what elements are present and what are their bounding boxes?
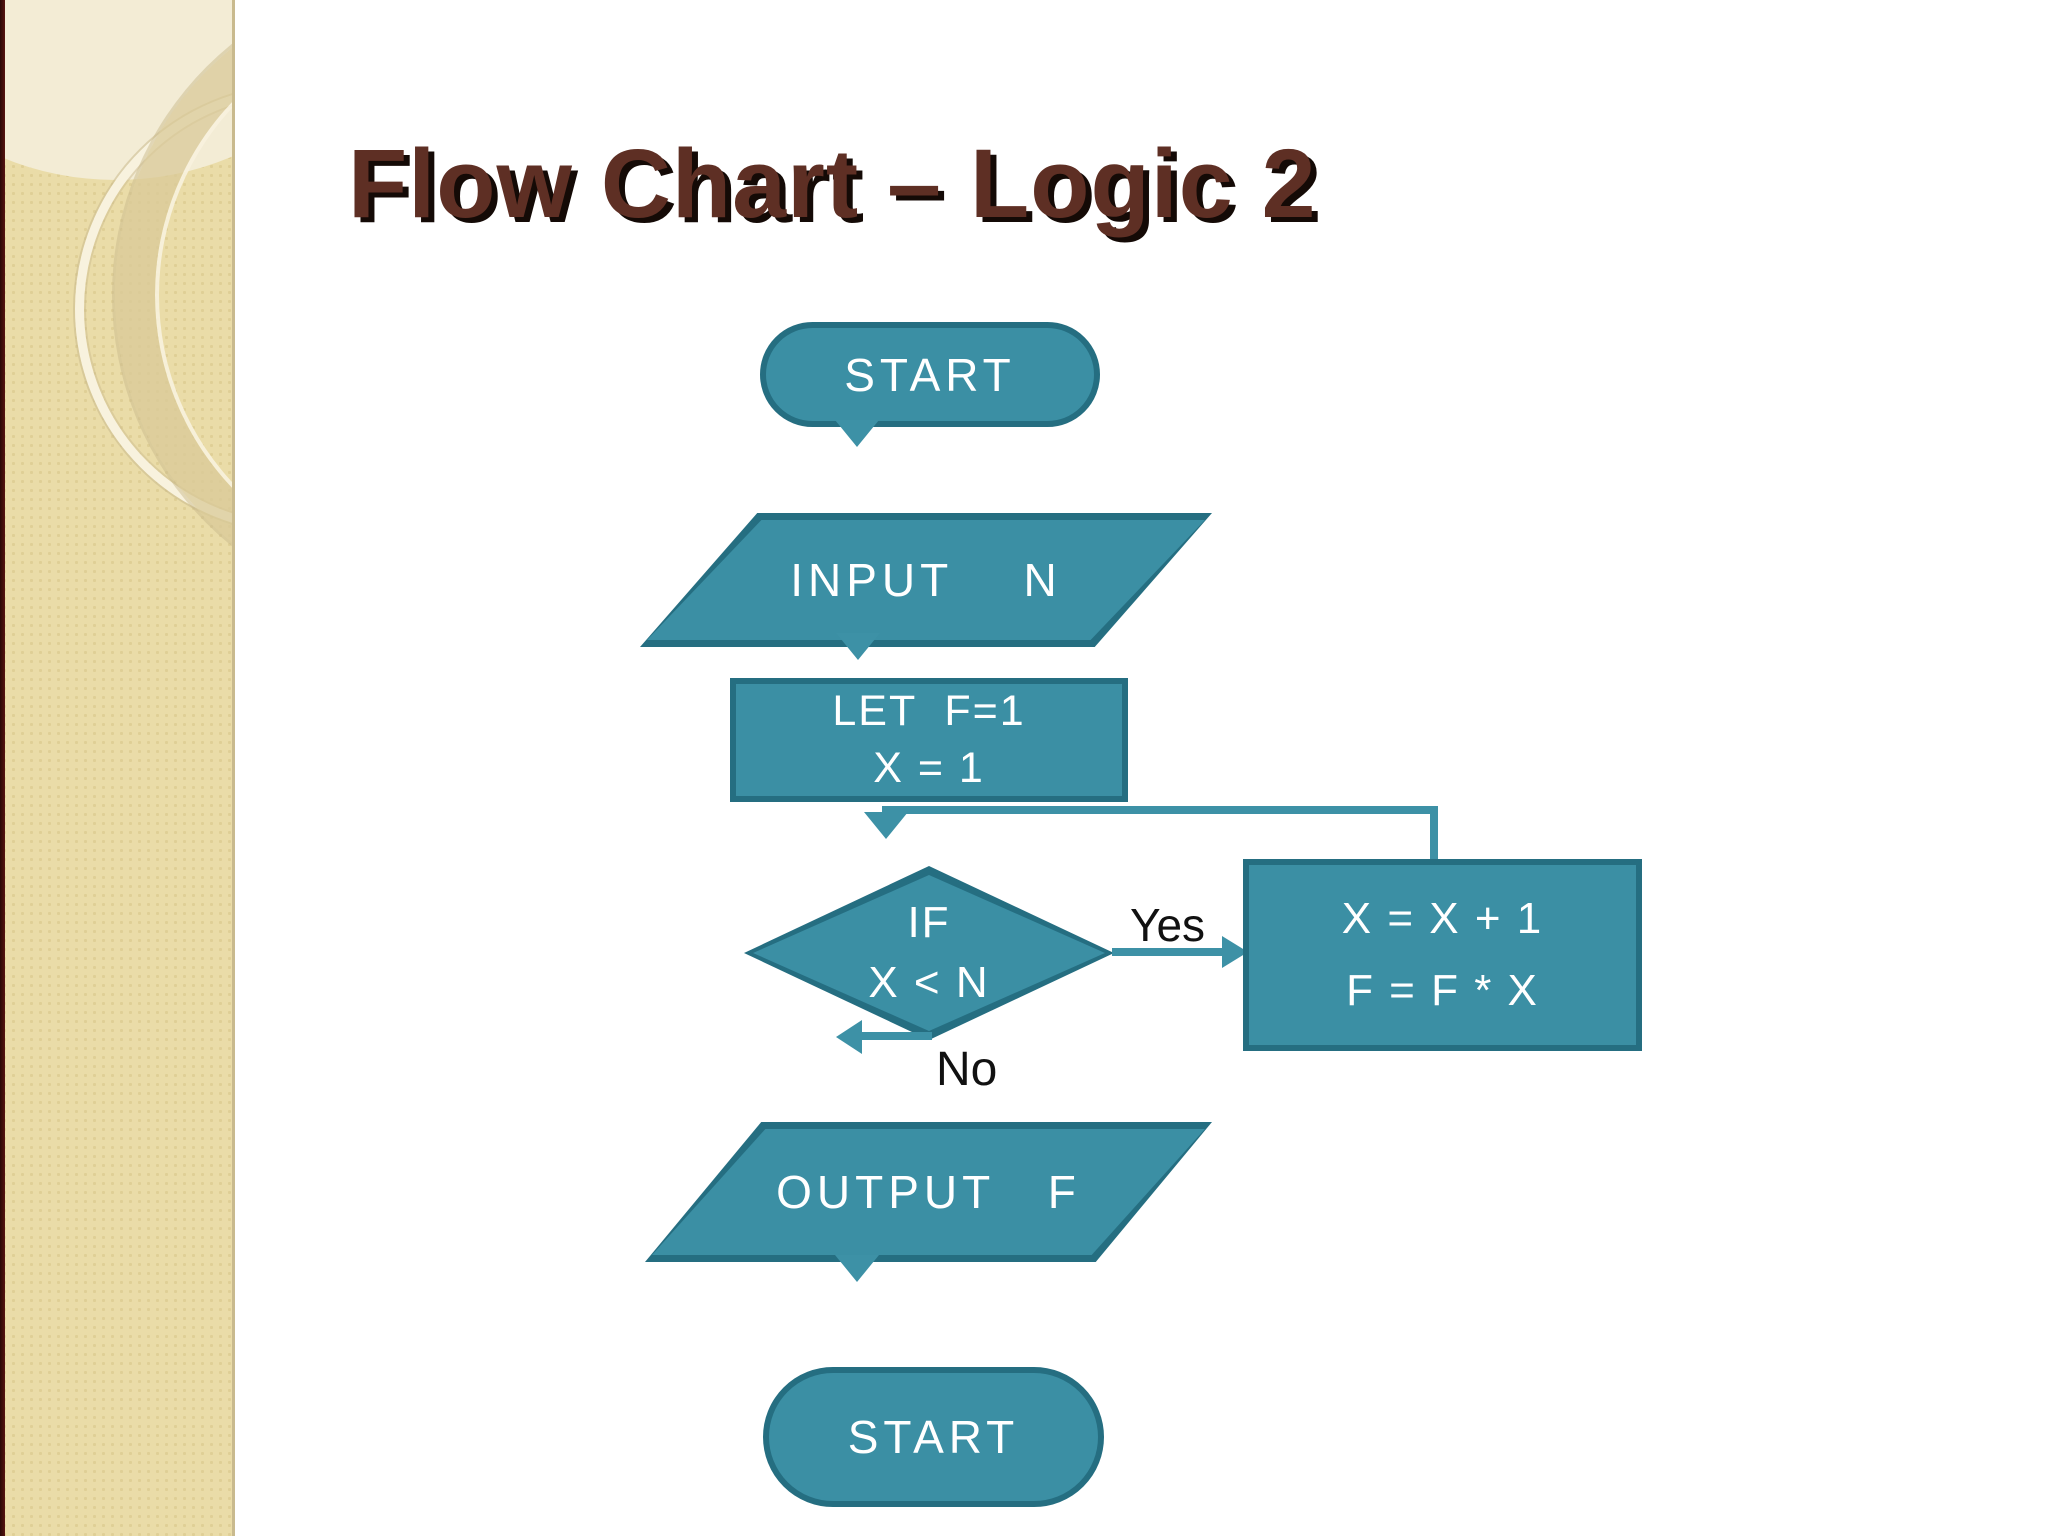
loop-connector-horizontal: [882, 806, 1438, 814]
loop-line1: X = X + 1: [1341, 894, 1544, 943]
flowchart-node-init: LET F=1 X = 1: [730, 678, 1128, 802]
arrow-down-icon: [835, 1255, 879, 1282]
yes-edge-label: Yes: [1130, 899, 1206, 951]
loop-connector-vertical: [1430, 806, 1438, 863]
sidebar-decoration: [0, 0, 235, 1536]
init-line2: X = 1: [873, 744, 985, 792]
yes-connector: [1112, 948, 1230, 956]
end-label: START: [847, 1411, 1020, 1463]
flowchart-node-output: OUTPUT F: [645, 1122, 1212, 1262]
flowchart-node-start: START: [760, 322, 1100, 427]
flowchart-node-loop-body: X = X + 1 F = F * X: [1243, 859, 1642, 1051]
slide-left-edge-strip: [0, 0, 5, 1536]
input-label: INPUT N: [790, 554, 1062, 606]
arrow-down-icon: [864, 812, 908, 839]
arrow-down-icon: [835, 420, 879, 447]
arrow-left-icon: [836, 1020, 862, 1054]
arrow-down-icon: [836, 633, 880, 660]
decision-fill: IF X < N: [753, 875, 1105, 1031]
decision-line1: IF: [907, 898, 951, 947]
decision-text: IF X < N: [753, 875, 1105, 1031]
no-connector: [858, 1032, 932, 1040]
init-line1: LET F=1: [832, 687, 1026, 735]
loop-body-text: X = X + 1 F = F * X: [1249, 865, 1636, 1045]
loop-line2: F = F * X: [1346, 966, 1539, 1015]
no-edge-label: No: [936, 1043, 998, 1096]
output-fill: OUTPUT F: [652, 1129, 1205, 1255]
slide-title: Flow Chart – Logic 2: [348, 129, 1317, 238]
start-label: START: [844, 348, 1016, 401]
init-text: LET F=1 X = 1: [736, 684, 1122, 796]
decision-line2: X < N: [868, 958, 990, 1007]
output-label: OUTPUT F: [776, 1166, 1081, 1218]
flowchart-node-end: START: [763, 1367, 1104, 1507]
input-fill: INPUT N: [647, 520, 1205, 640]
flowchart-node-input: INPUT N: [640, 513, 1212, 647]
flowchart-node-decision: IF X < N: [744, 866, 1114, 1040]
